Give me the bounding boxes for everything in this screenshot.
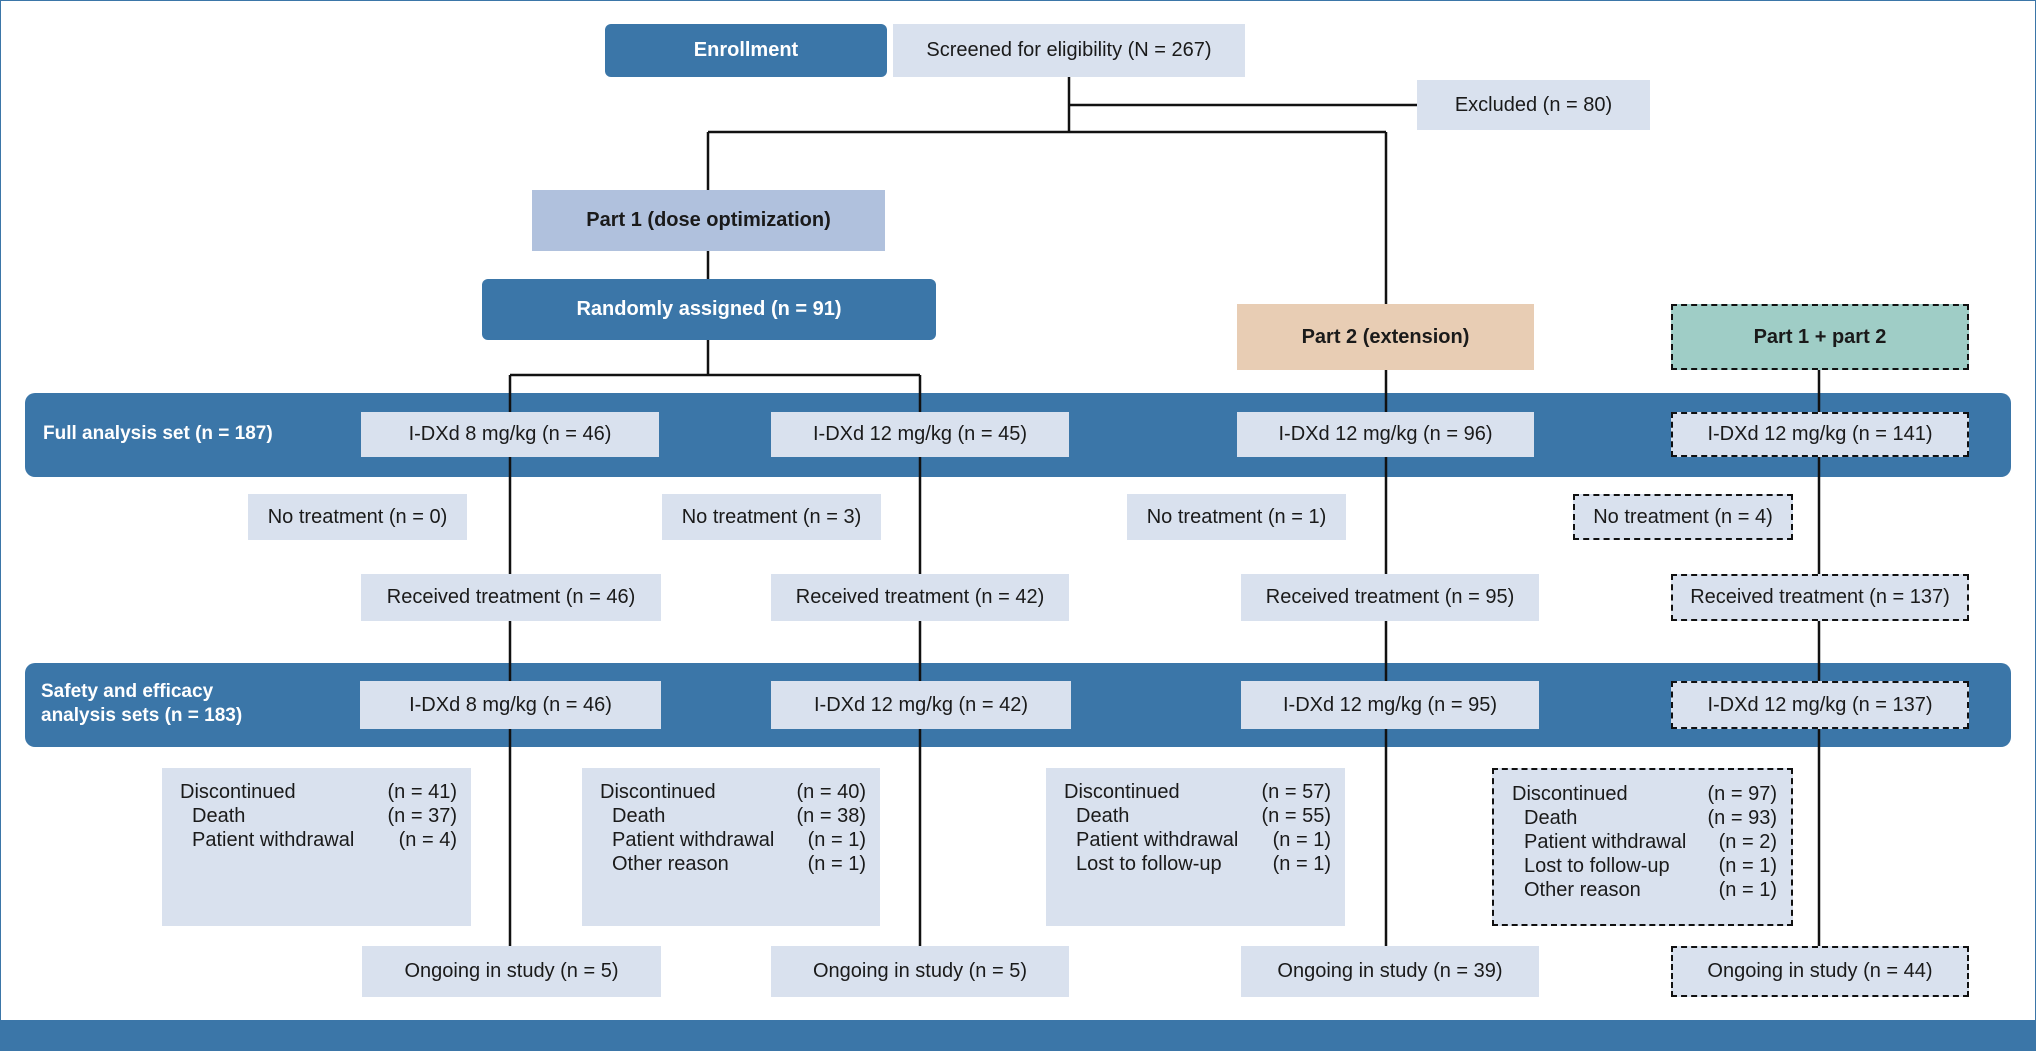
part1-part2-label: Part 1 + part 2 <box>1671 304 1969 370</box>
ongoing-1: Ongoing in study (n = 5) <box>362 946 661 997</box>
safety-arm-2: I-DXd 12 mg/kg (n = 42) <box>771 681 1071 729</box>
discontinued-reason: Lost to follow-up <box>1076 853 1222 875</box>
discontinued-reason: Death <box>1524 807 1578 829</box>
discontinued-count: (n = 2) <box>1718 831 1777 853</box>
discontinued-reason: Discontinued <box>180 781 296 803</box>
discontinued-count: (n = 37) <box>387 805 457 827</box>
no-treatment-4: No treatment (n = 4) <box>1573 494 1793 540</box>
discontinued-box-4: Discontinued(n = 97)Death(n = 93)Patient… <box>1492 768 1793 926</box>
discontinued-row: Discontinued (n = 40) <box>582 780 880 804</box>
discontinued-count: (n = 1) <box>1272 853 1331 875</box>
discontinued-row: Patient withdrawal (n = 1) <box>1046 828 1345 852</box>
enrollment-label: Enrollment <box>605 24 887 77</box>
discontinued-count: (n = 38) <box>796 805 866 827</box>
part2-label: Part 2 (extension) <box>1237 304 1534 370</box>
discontinued-reason: Patient withdrawal <box>1524 831 1687 853</box>
received-treatment-1: Received treatment (n = 46) <box>361 574 661 621</box>
full-analysis-label: Full analysis set (n = 187) <box>43 423 273 444</box>
discontinued-row: Discontinued (n = 41) <box>162 780 471 804</box>
discontinued-row: Patient withdrawal (n = 4) <box>162 828 471 852</box>
ongoing-4: Ongoing in study (n = 44) <box>1671 946 1969 997</box>
discontinued-count: (n = 1) <box>807 853 866 875</box>
discontinued-box-1: Discontinued(n = 41)Death(n = 37)Patient… <box>162 768 471 926</box>
discontinued-row: Patient withdrawal (n = 1) <box>582 828 880 852</box>
fas-arm-2: I-DXd 12 mg/kg (n = 45) <box>771 412 1069 457</box>
discontinued-row: Discontinued (n = 57) <box>1046 780 1345 804</box>
ongoing-2: Ongoing in study (n = 5) <box>771 946 1069 997</box>
discontinued-row: Death (n = 93) <box>1494 806 1791 830</box>
discontinued-row: Death (n = 38) <box>582 804 880 828</box>
ongoing-3: Ongoing in study (n = 39) <box>1241 946 1539 997</box>
screened-box: Screened for eligibility (N = 267) <box>893 24 1245 77</box>
discontinued-row: Other reason (n = 1) <box>1494 878 1791 902</box>
discontinued-reason: Patient withdrawal <box>612 829 775 851</box>
fas-arm-1: I-DXd 8 mg/kg (n = 46) <box>361 412 659 457</box>
discontinued-reason: Patient withdrawal <box>1076 829 1239 851</box>
safety-arm-3: I-DXd 12 mg/kg (n = 95) <box>1241 681 1539 729</box>
discontinued-count: (n = 1) <box>1718 855 1777 877</box>
discontinued-count: (n = 41) <box>387 781 457 803</box>
discontinued-count: (n = 57) <box>1261 781 1331 803</box>
discontinued-reason: Death <box>192 805 246 827</box>
discontinued-row: Lost to follow-up (n = 1) <box>1494 854 1791 878</box>
discontinued-box-3: Discontinued(n = 57)Death(n = 55)Patient… <box>1046 768 1345 926</box>
discontinued-row: Lost to follow-up (n = 1) <box>1046 852 1345 876</box>
received-treatment-2: Received treatment (n = 42) <box>771 574 1069 621</box>
discontinued-row: Other reason (n = 1) <box>582 852 880 876</box>
discontinued-reason: Death <box>1076 805 1130 827</box>
randomized-box: Randomly assigned (n = 91) <box>482 279 936 340</box>
part1-label: Part 1 (dose optimization) <box>532 190 885 251</box>
discontinued-count: (n = 1) <box>807 829 866 851</box>
received-treatment-3: Received treatment (n = 95) <box>1241 574 1539 621</box>
discontinued-reason: Other reason <box>612 853 729 875</box>
discontinued-reason: Patient withdrawal <box>192 829 355 851</box>
discontinued-count: (n = 1) <box>1718 879 1777 901</box>
discontinued-count: (n = 97) <box>1707 783 1777 805</box>
discontinued-box-2: Discontinued(n = 40)Death(n = 38)Patient… <box>582 768 880 926</box>
discontinued-row: Discontinued (n = 97) <box>1494 782 1791 806</box>
discontinued-reason: Discontinued <box>1512 783 1628 805</box>
bottom-bar <box>0 1020 2036 1051</box>
discontinued-count: (n = 1) <box>1272 829 1331 851</box>
discontinued-row: Death (n = 55) <box>1046 804 1345 828</box>
discontinued-count: (n = 4) <box>398 829 457 851</box>
excluded-box: Excluded (n = 80) <box>1417 80 1650 130</box>
discontinued-count: (n = 40) <box>796 781 866 803</box>
discontinued-reason: Death <box>612 805 666 827</box>
safety-arm-1: I-DXd 8 mg/kg (n = 46) <box>360 681 661 729</box>
fas-arm-3: I-DXd 12 mg/kg (n = 96) <box>1237 412 1534 457</box>
no-treatment-2: No treatment (n = 3) <box>662 494 881 540</box>
discontinued-reason: Discontinued <box>600 781 716 803</box>
received-treatment-4: Received treatment (n = 137) <box>1671 574 1969 621</box>
discontinued-reason: Discontinued <box>1064 781 1180 803</box>
discontinued-count: (n = 93) <box>1707 807 1777 829</box>
discontinued-row: Death (n = 37) <box>162 804 471 828</box>
no-treatment-1: No treatment (n = 0) <box>248 494 467 540</box>
discontinued-row: Patient withdrawal (n = 2) <box>1494 830 1791 854</box>
discontinued-reason: Lost to follow-up <box>1524 855 1670 877</box>
discontinued-count: (n = 55) <box>1261 805 1331 827</box>
no-treatment-3: No treatment (n = 1) <box>1127 494 1346 540</box>
discontinued-reason: Other reason <box>1524 879 1641 901</box>
safety-analysis-label: Safety and efficacy analysis sets (n = 1… <box>41 681 243 726</box>
safety-arm-4: I-DXd 12 mg/kg (n = 137) <box>1671 681 1969 729</box>
fas-arm-4: I-DXd 12 mg/kg (n = 141) <box>1671 412 1969 457</box>
